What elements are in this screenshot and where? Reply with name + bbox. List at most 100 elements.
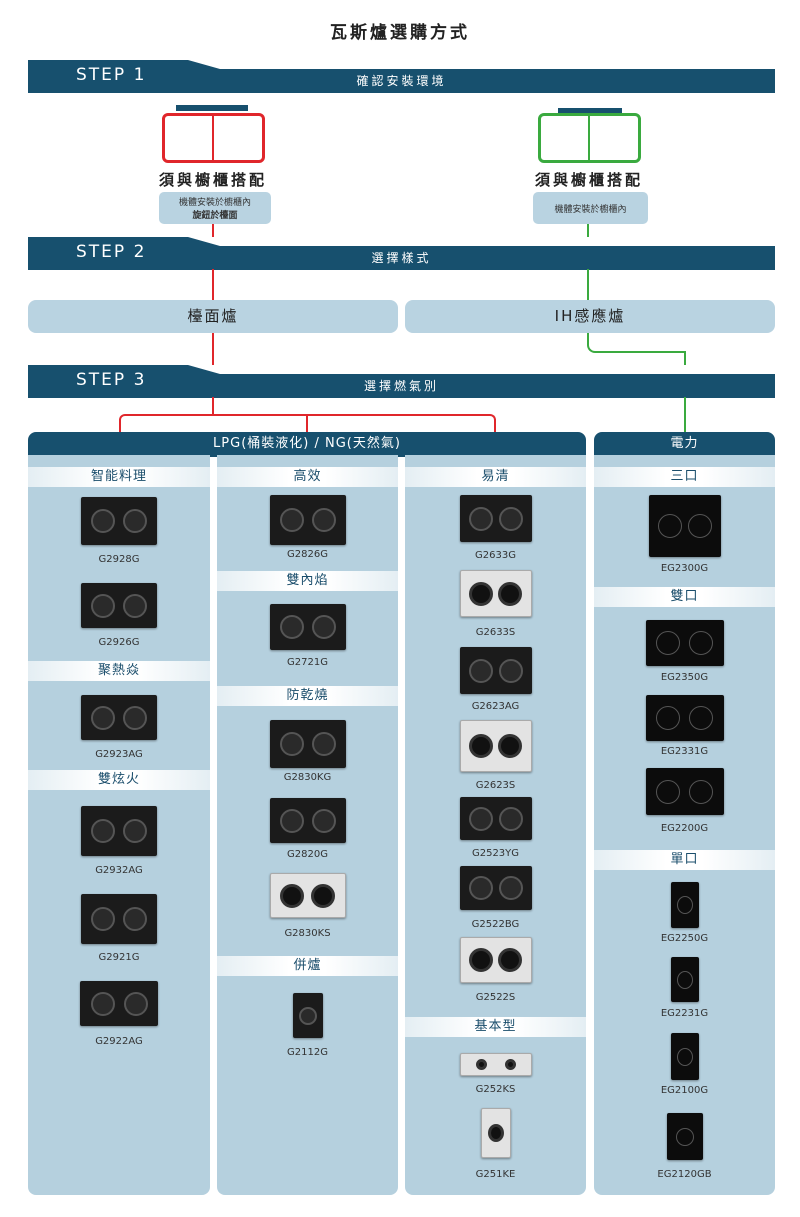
- product-model[interactable]: EG2231G: [660, 1008, 709, 1019]
- product-image[interactable]: [459, 495, 532, 542]
- burner-icon: [676, 970, 693, 989]
- product-image[interactable]: [269, 720, 346, 768]
- product-image[interactable]: [645, 620, 724, 666]
- burner-icon: [475, 1059, 487, 1070]
- product-model[interactable]: G2926G: [98, 637, 140, 648]
- product-image[interactable]: [648, 495, 721, 557]
- product-image[interactable]: [459, 937, 532, 983]
- connector-line: [684, 351, 686, 365]
- product-image[interactable]: [81, 695, 157, 740]
- page-title: 瓦斯爐選購方式: [330, 23, 470, 43]
- burner-icon: [91, 819, 115, 843]
- product-image[interactable]: [269, 798, 346, 843]
- step-text: 選擇樣式: [371, 251, 432, 265]
- product-model[interactable]: G2623S: [475, 780, 516, 791]
- product-model[interactable]: G2928G: [98, 554, 140, 565]
- product-image[interactable]: [670, 882, 699, 928]
- product-model[interactable]: G2922AG: [95, 1036, 143, 1047]
- connector-line: [212, 397, 214, 416]
- connector-line: [306, 414, 308, 432]
- burner-icon: [298, 1006, 317, 1025]
- product-model[interactable]: G2921G: [98, 952, 140, 963]
- category-header: 高效: [217, 467, 398, 487]
- product-image[interactable]: [81, 894, 157, 944]
- product-model[interactable]: EG2250G: [660, 933, 709, 944]
- product-image[interactable]: [269, 873, 346, 918]
- category-header: 聚熱焱: [28, 661, 210, 681]
- product-image[interactable]: [269, 604, 346, 650]
- product-model[interactable]: EG2300G: [660, 563, 709, 574]
- product-image[interactable]: [459, 570, 532, 617]
- product-model[interactable]: G2826G: [287, 549, 328, 560]
- product-model[interactable]: G2830KS: [284, 928, 331, 939]
- product-model[interactable]: G2522BG: [471, 919, 520, 930]
- step-2-banner: STEP 2 選擇樣式: [28, 237, 775, 270]
- product-model[interactable]: G2633S: [475, 627, 516, 638]
- burner-icon: [676, 896, 693, 914]
- style-induction[interactable]: IH感應爐: [405, 300, 775, 333]
- burner-icon: [91, 907, 115, 931]
- burner-icon: [123, 907, 147, 931]
- connector-line: [587, 224, 589, 237]
- product-image[interactable]: [645, 695, 724, 741]
- install-heading: 須與櫥櫃搭配: [534, 171, 643, 189]
- burner-icon: [498, 581, 522, 606]
- burner-icon: [311, 808, 336, 833]
- product-image[interactable]: [80, 981, 158, 1026]
- product-model[interactable]: G251KE: [475, 1169, 516, 1180]
- product-image[interactable]: [480, 1108, 511, 1158]
- fuel-electric-header: 電力: [594, 432, 775, 457]
- product-image[interactable]: [459, 647, 532, 694]
- category-header: 併爐: [217, 956, 398, 976]
- connector-line: [212, 333, 214, 365]
- product-model[interactable]: EG2331G: [660, 746, 709, 757]
- burner-icon: [487, 1124, 504, 1142]
- product-model[interactable]: G2820G: [287, 849, 328, 860]
- product-image[interactable]: [81, 583, 157, 628]
- product-image[interactable]: [459, 797, 532, 840]
- product-model[interactable]: G2932AG: [95, 865, 143, 876]
- burner-icon: [123, 991, 148, 1016]
- product-model[interactable]: EG2100G: [660, 1085, 709, 1096]
- step-label: STEP 2: [76, 242, 147, 262]
- product-model[interactable]: G2523YG: [471, 848, 520, 859]
- product-model[interactable]: G2830KG: [283, 772, 332, 783]
- burner-icon: [468, 806, 493, 831]
- product-image[interactable]: [459, 866, 532, 910]
- info-line: 旋鈕於檯面: [192, 211, 238, 221]
- product-image[interactable]: [81, 806, 157, 856]
- burner-icon: [498, 876, 523, 900]
- product-model[interactable]: G2923AG: [95, 749, 143, 760]
- product-image[interactable]: [666, 1113, 703, 1160]
- product-image[interactable]: [292, 993, 323, 1038]
- burner-icon: [676, 1047, 693, 1066]
- product-model[interactable]: G2522S: [475, 992, 516, 1003]
- burner-icon: [498, 806, 523, 831]
- product-image[interactable]: [459, 720, 532, 772]
- burner-icon: [498, 658, 523, 683]
- product-image[interactable]: [269, 495, 346, 545]
- product-image[interactable]: [670, 957, 699, 1002]
- product-model[interactable]: EG2350G: [660, 672, 709, 683]
- product-image[interactable]: [645, 768, 724, 815]
- product-model[interactable]: EG2200G: [660, 823, 709, 834]
- product-model[interactable]: EG2120GB: [657, 1169, 712, 1180]
- product-model[interactable]: G2633G: [475, 550, 516, 561]
- burner-icon: [311, 883, 335, 908]
- info-line: 機體安裝於櫥櫃內: [554, 204, 627, 215]
- burner-icon: [90, 991, 115, 1016]
- burner-icon: [279, 508, 304, 532]
- product-model[interactable]: G2623AG: [471, 701, 520, 712]
- product-image[interactable]: [459, 1053, 532, 1076]
- style-countertop[interactable]: 檯面爐: [28, 300, 398, 333]
- burner-icon: [123, 819, 147, 843]
- product-model[interactable]: G252KS: [475, 1084, 516, 1095]
- product-model[interactable]: G2112G: [287, 1047, 328, 1058]
- product-image[interactable]: [81, 497, 157, 545]
- burner-icon: [279, 615, 304, 639]
- product-image[interactable]: [670, 1033, 699, 1080]
- product-model[interactable]: G2721G: [287, 657, 328, 668]
